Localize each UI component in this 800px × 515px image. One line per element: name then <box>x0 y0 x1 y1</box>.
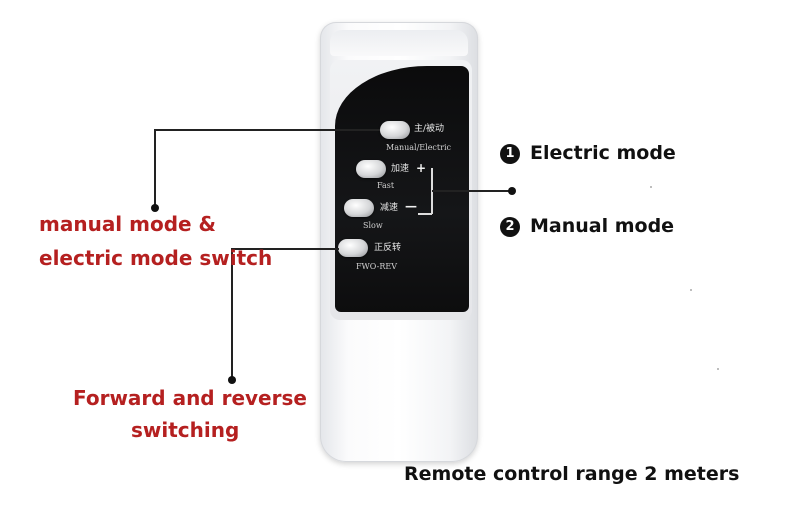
fast-label: Fast <box>377 181 395 190</box>
speck <box>717 368 719 370</box>
mode-switch-annotation-line2: electric mode switch <box>39 246 273 270</box>
speed-bracket-bottom <box>418 213 432 215</box>
leader-line-mode-switch <box>154 129 380 131</box>
leader-dot-fwd-rev <box>228 376 236 384</box>
speck <box>690 289 692 291</box>
plus-icon: + <box>416 161 427 175</box>
leader-line-fwd-rev <box>231 248 339 250</box>
forward-reverse-cn-label: 正反转 <box>374 243 402 253</box>
leader-dot-mode-switch <box>151 204 159 212</box>
fast-cn-label: 加速 <box>391 164 410 174</box>
number-one-icon: 1 <box>500 144 520 164</box>
leader-dot-speed <box>508 187 516 195</box>
electric-mode-annotation: 1 Electric mode <box>500 141 676 165</box>
manual-electric-label: Manual/Electric <box>386 143 451 152</box>
leader-line-speed <box>432 190 512 192</box>
manual-electric-cn-label: 主/被动 <box>414 124 445 134</box>
slow-cn-label: 减速 <box>380 203 399 213</box>
leader-line-mode-switch-vertical <box>154 129 156 205</box>
slow-button[interactable] <box>344 199 374 217</box>
range-caption: Remote control range 2 meters <box>404 463 740 485</box>
control-panel <box>335 66 469 312</box>
slow-label: Slow <box>363 221 383 230</box>
fast-button[interactable] <box>356 160 386 178</box>
minus-icon: — <box>405 199 417 213</box>
leader-line-fwd-rev-vertical <box>231 248 233 378</box>
manual-mode-text: Manual mode <box>530 215 675 237</box>
electric-mode-text: Electric mode <box>530 142 676 164</box>
fwd-rev-annotation-line1: Forward and reverse <box>73 386 307 410</box>
fwd-rev-annotation-line2: switching <box>131 418 240 442</box>
manual-mode-annotation: 2 Manual mode <box>500 214 674 238</box>
forward-reverse-label: FWO-REV <box>356 262 397 271</box>
mode-switch-annotation-line1: manual mode & <box>39 212 216 236</box>
manual-electric-button[interactable] <box>380 121 410 139</box>
number-two-icon: 2 <box>500 217 520 237</box>
forward-reverse-button[interactable] <box>338 239 368 257</box>
remote-top-cap <box>330 30 468 56</box>
speck <box>650 186 652 188</box>
